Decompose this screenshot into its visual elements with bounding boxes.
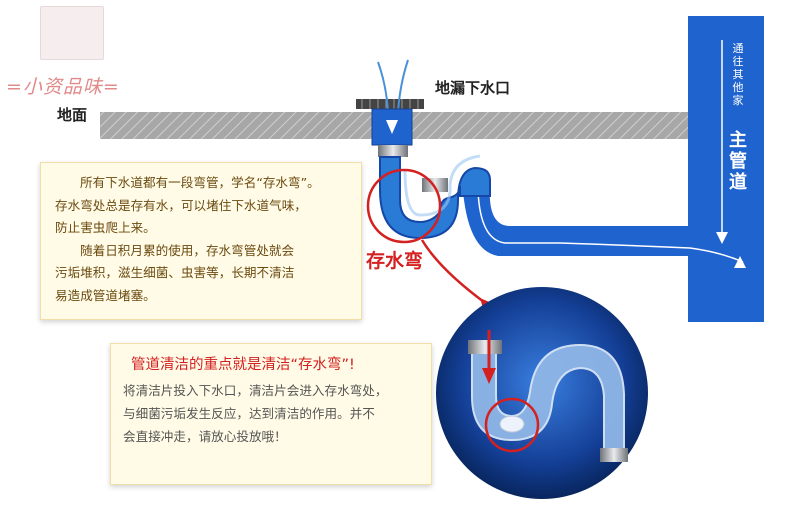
cleaning-tablet: [499, 415, 525, 433]
to-other-pipes-label: 通 往 其 他 家: [732, 42, 744, 107]
info-line: 随着日积月累的使用，存水弯管处就会: [80, 242, 295, 258]
inflow-arrow-right: [397, 59, 409, 113]
cleaning-line: 会直接冲走，请放心投放哦！: [123, 429, 287, 444]
s-trap-pipe: [379, 156, 491, 240]
info-line: 易造成管道堵塞。: [55, 287, 156, 303]
info-line: 污垢堆积，滋生细菌、虫害等，长期不清洁: [55, 265, 295, 280]
outlet-arrow-head: [734, 256, 746, 268]
cleaning-headline: 管道清洁的重点就是清洁“存水弯”!: [131, 357, 355, 373]
info-line: 所有下水道都有一段弯管，学名“存水弯”。: [80, 175, 320, 190]
main-pipe-label: 主 管 道: [729, 130, 747, 193]
outlet-pipe: [462, 176, 690, 256]
trap-label: 存水弯: [366, 250, 424, 272]
info-box: 所有下水道都有一段弯管，学名“存水弯”。 存水弯处总是存有水，可以堵住下水道气味…: [40, 162, 362, 320]
drain-inlet: [371, 108, 413, 146]
outlet-flow-arrow: [477, 189, 744, 263]
logo-stamp: [40, 6, 104, 60]
watermark-text: =小资品味=: [6, 76, 120, 98]
info-line: 存水弯处总是存有水，可以堵住下水道气味，: [55, 197, 307, 213]
info-line: 防止害虫爬上来。: [55, 220, 156, 235]
drain-grate: [356, 99, 424, 109]
tablet-highlight-circle: [484, 397, 540, 453]
floor-drain-label: 地漏下水口: [435, 79, 511, 97]
trap-connector-line: [420, 239, 489, 307]
inflow-arrow-left: [377, 61, 389, 111]
cleaning-line: 将清洁片投入下水口，清洁片会进入存水弯处，: [123, 383, 388, 398]
main-pipe: [688, 16, 764, 322]
main-pipe-arrow-head: [716, 232, 728, 244]
cleaning-box: 管道清洁的重点就是清洁“存水弯”! 将清洁片投入下水口，清洁片会进入存水弯处， …: [110, 343, 432, 485]
cleaning-line: 与细菌污垢发生反应，达到清洁的作用。并不: [123, 406, 375, 421]
ground-label: 地面: [57, 106, 88, 124]
trap-highlight-circle: [366, 168, 442, 244]
